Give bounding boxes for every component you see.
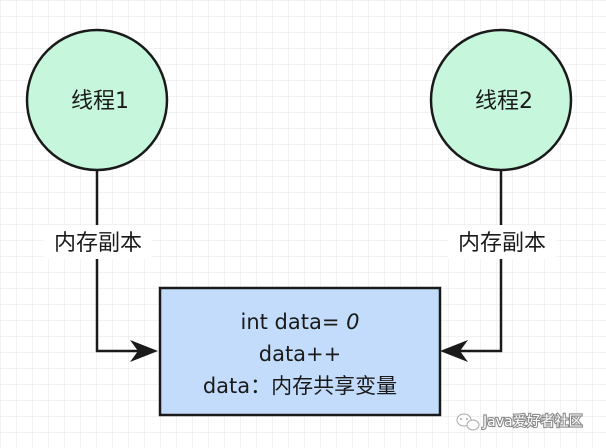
shared-memory-box: int data= 0 data++ data：内存共享变量 bbox=[158, 286, 442, 417]
arrowhead-left bbox=[130, 340, 158, 362]
wechat-icon bbox=[456, 413, 480, 431]
node-thread2-circle bbox=[429, 28, 573, 172]
watermark-text: Java爱好者社区 bbox=[482, 414, 583, 430]
edge-label-right: 内存副本 bbox=[458, 231, 546, 256]
node-thread2-label: 线程2 bbox=[475, 89, 533, 114]
edge-label-bg-right bbox=[448, 225, 556, 259]
node-thread2: 线程2 bbox=[429, 28, 573, 172]
box-line-description: data：内存共享变量 bbox=[203, 374, 397, 398]
node-thread1: 线程1 bbox=[25, 28, 169, 172]
box-line-declaration-prefix: int data= bbox=[240, 310, 346, 334]
node-thread1-label: 线程1 bbox=[71, 89, 129, 114]
edge-label-left: 内存副本 bbox=[54, 231, 142, 256]
edge-label-bg-left bbox=[44, 225, 152, 259]
box-line-declaration-value: 0 bbox=[346, 310, 359, 334]
box-line-declaration: int data= 0 bbox=[240, 310, 359, 334]
shared-memory-box-rect bbox=[158, 286, 442, 417]
arrowhead-right bbox=[440, 340, 468, 362]
node-thread1-circle bbox=[25, 28, 169, 172]
box-line-increment: data++ bbox=[259, 342, 342, 366]
watermark: Java爱好者社区 bbox=[456, 413, 584, 431]
